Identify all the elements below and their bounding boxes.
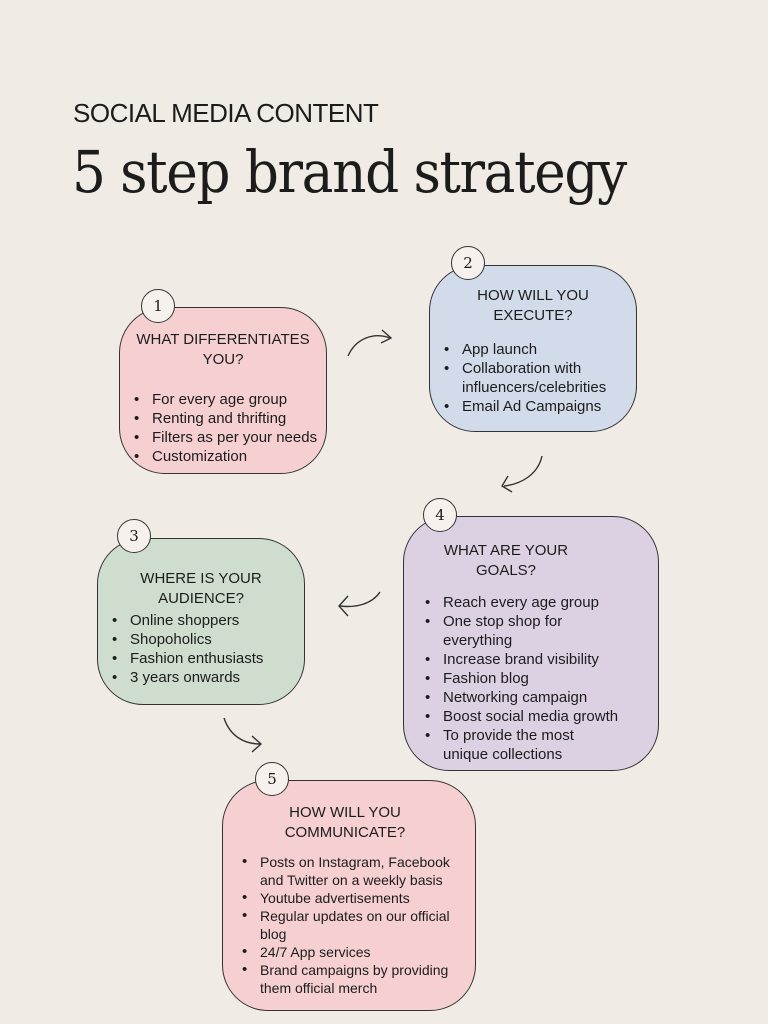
step-4-item: Fashion blog bbox=[425, 669, 658, 688]
step-4-item: One stop shop for bbox=[425, 612, 658, 631]
step-1-heading: WHAT DIFFERENTIATES YOU? bbox=[120, 330, 326, 370]
step-2-item-continued: influencers/celebrities bbox=[462, 379, 607, 396]
step-2-heading-line1: HOW WILL YOU bbox=[477, 287, 589, 304]
step-4-item: Reach every age group bbox=[425, 593, 658, 612]
step-1-card: WHAT DIFFERENTIATES YOU? For every age g… bbox=[119, 307, 327, 474]
step-1-heading-line1: WHAT DIFFERENTIATES bbox=[136, 331, 310, 348]
step-5-item: Regular updates on our official bbox=[242, 907, 475, 925]
step-5-heading: HOW WILL YOU COMMUNICATE? bbox=[223, 803, 467, 843]
step-5-list: Posts on Instagram, Facebook and Twitter… bbox=[223, 853, 475, 997]
step-3-card: WHERE IS YOUR AUDIENCE? Online shoppers … bbox=[97, 538, 305, 705]
step-3-item: Online shoppers bbox=[112, 611, 304, 630]
step-2-list: App launch Collaboration with influencer… bbox=[430, 340, 636, 416]
arrow-step2-to-step4 bbox=[501, 455, 543, 493]
step-1-item: Customization bbox=[134, 447, 326, 466]
step-5-card: HOW WILL YOU COMMUNICATE? Posts on Insta… bbox=[222, 780, 476, 1011]
step-4-number-badge: 4 bbox=[423, 498, 457, 532]
step-5-item: 24/7 App services bbox=[242, 943, 475, 961]
step-3-item: 3 years onwards bbox=[112, 668, 304, 687]
step-2-heading: HOW WILL YOU EXECUTE? bbox=[430, 286, 636, 326]
step-3-item: Fashion enthusiasts bbox=[112, 649, 304, 668]
step-4-list: Reach every age group One stop shop for … bbox=[404, 593, 658, 764]
arrow-step1-to-step2 bbox=[347, 329, 393, 357]
step-5-item-continued: them official merch bbox=[260, 980, 378, 996]
step-1-item: Filters as per your needs bbox=[134, 428, 326, 447]
step-3-heading-line2: AUDIENCE? bbox=[158, 590, 244, 607]
step-3-item: Shopoholics bbox=[112, 630, 304, 649]
step-4-heading-line1: WHAT ARE YOUR bbox=[443, 542, 569, 559]
diagram-title: 5 step brand strategy bbox=[72, 138, 627, 206]
step-5-item: Brand campaigns by providing bbox=[242, 961, 475, 979]
arrow-step4-to-step3 bbox=[338, 591, 381, 617]
step-2-number-badge: 2 bbox=[451, 246, 485, 280]
step-5-item-continued: blog bbox=[260, 926, 287, 942]
step-4-item: Boost social media growth bbox=[425, 707, 658, 726]
step-2-item: App launch bbox=[444, 340, 636, 359]
step-5-heading-line1: HOW WILL YOU bbox=[289, 804, 401, 821]
step-4-heading: WHAT ARE YOUR GOALS? bbox=[404, 541, 608, 581]
step-3-heading-line1: WHERE IS YOUR bbox=[140, 570, 262, 587]
step-4-item-continued: everything bbox=[443, 632, 513, 649]
step-5-heading-line2: COMMUNICATE? bbox=[284, 824, 406, 841]
step-2-item: Collaboration with bbox=[444, 359, 636, 378]
step-3-list: Online shoppers Shopoholics Fashion enth… bbox=[98, 611, 304, 687]
step-2-heading-line2: EXECUTE? bbox=[493, 307, 573, 324]
step-5-item: Youtube advertisements bbox=[242, 889, 475, 907]
step-1-heading-line2: YOU? bbox=[202, 351, 244, 368]
step-3-number-badge: 3 bbox=[117, 519, 151, 553]
step-1-item: Renting and thrifting bbox=[134, 409, 326, 428]
step-2-card: HOW WILL YOU EXECUTE? App launch Collabo… bbox=[429, 265, 637, 432]
step-5-item: Posts on Instagram, Facebook bbox=[242, 853, 475, 871]
step-4-item: To provide the most bbox=[425, 726, 658, 745]
step-4-item: Networking campaign bbox=[425, 688, 658, 707]
step-4-item: Increase brand visibility bbox=[425, 650, 658, 669]
step-4-item-continued: unique collections bbox=[443, 746, 563, 763]
step-4-heading-line2: GOALS? bbox=[475, 562, 537, 579]
step-1-number-badge: 1 bbox=[141, 289, 175, 323]
diagram-subtitle: SOCIAL MEDIA CONTENT bbox=[73, 98, 379, 128]
step-2-item: Email Ad Campaigns bbox=[444, 397, 636, 416]
step-3-heading: WHERE IS YOUR AUDIENCE? bbox=[98, 569, 304, 609]
step-5-number-badge: 5 bbox=[255, 762, 289, 796]
step-5-item-continued: and Twitter on a weekly basis bbox=[260, 872, 443, 888]
step-4-card: WHAT ARE YOUR GOALS? Reach every age gro… bbox=[403, 516, 659, 771]
step-1-item: For every age group bbox=[134, 390, 326, 409]
arrow-step3-to-step5 bbox=[223, 717, 263, 753]
step-1-list: For every age group Renting and thriftin… bbox=[120, 390, 326, 466]
